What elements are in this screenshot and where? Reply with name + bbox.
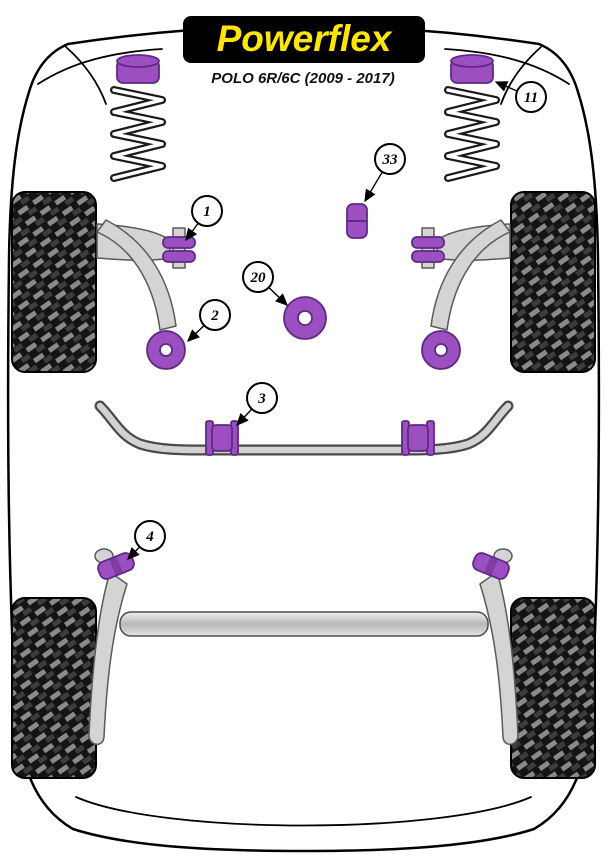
rear-left-trailing-arm	[88, 571, 128, 745]
callout-20-circle	[242, 261, 274, 293]
callout-4-label: 4	[145, 529, 154, 545]
callout-33: 33	[364, 143, 406, 203]
callout-11-label: 11	[524, 90, 538, 106]
front-suspension	[96, 203, 511, 370]
anti-roll-bar	[94, 400, 514, 456]
powerflex-logo-box	[183, 16, 425, 63]
callout-11: 11	[494, 81, 547, 113]
callout-3-label: 3	[257, 391, 266, 407]
front-right-lower-arm	[430, 219, 511, 331]
front-left-hood-line	[37, 48, 163, 85]
front-left-fender-line	[65, 46, 107, 105]
rear-axle-beam	[119, 611, 489, 637]
callout-4-circle	[134, 520, 166, 552]
front-left-inner-bushing-bottom	[162, 250, 196, 263]
rear-left-wheel	[11, 597, 97, 779]
car-body-outline	[6, 24, 601, 853]
rear-bumper-line	[75, 796, 532, 827]
rear-right-trailing-arm	[479, 571, 519, 745]
callout-20: 20	[242, 261, 289, 306]
callout-2-label: 2	[210, 308, 219, 324]
callout-33-circle	[374, 143, 406, 175]
front-right-hood-line	[444, 48, 570, 85]
callout-1-circle	[191, 195, 223, 227]
front-springs	[110, 54, 500, 182]
powerflex-logo-text: Powerflex	[217, 18, 393, 59]
rear-suspension	[88, 548, 519, 745]
front-left-inner-bushing-top	[162, 236, 196, 249]
rear-right-beam-bushing	[472, 552, 510, 580]
callout-20-label: 20	[250, 270, 267, 286]
callout-33-label: 33	[382, 152, 399, 168]
front-right-inner-bushing-bottom	[411, 250, 445, 263]
front-right-wheel	[510, 191, 596, 373]
callout-3-circle	[246, 382, 278, 414]
callout-11-circle	[515, 81, 547, 113]
callout-4: 4	[127, 520, 166, 561]
front-right-inner-bushing-top	[411, 236, 445, 249]
callout-2-circle	[199, 299, 231, 331]
callout-1-label: 1	[203, 204, 211, 220]
brand-header: Powerflex POLO 6R/6C (2009 - 2017)	[183, 16, 425, 87]
front-right-fender-line	[500, 46, 542, 105]
right-spring	[444, 54, 500, 182]
arb-bushing-right	[401, 420, 435, 456]
wheels	[11, 191, 596, 779]
front-left-wheel	[11, 191, 97, 373]
callout-3: 3	[236, 382, 278, 427]
callout-2: 2	[186, 299, 231, 342]
front-left-lower-arm	[96, 219, 177, 331]
arb-bushing-left	[205, 420, 239, 456]
callout-1: 1	[185, 195, 223, 242]
left-spring	[110, 54, 166, 182]
callouts: 1 2 20 33 3 4 11	[127, 81, 547, 561]
model-title: POLO 6R/6C (2009 - 2017)	[211, 70, 394, 87]
rear-right-wheel	[510, 597, 596, 779]
car-body	[6, 24, 601, 853]
